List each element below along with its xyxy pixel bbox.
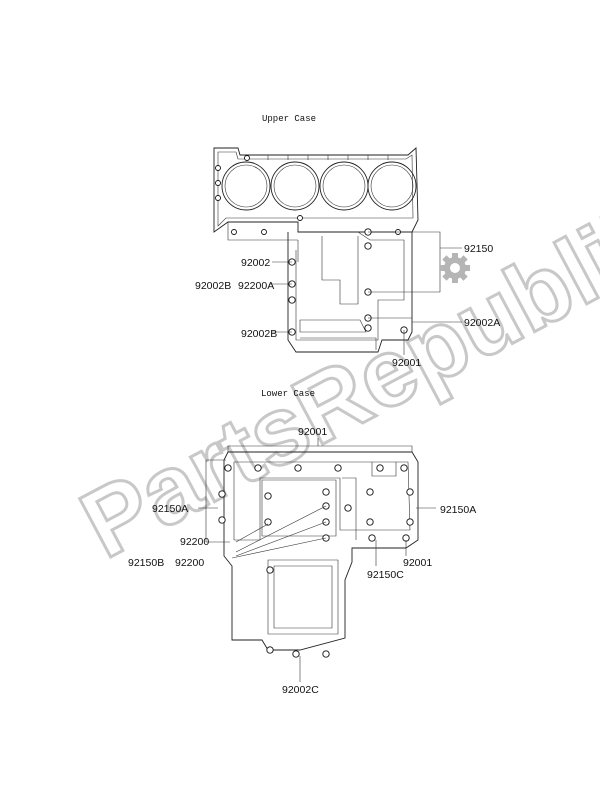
part-label-92200-a: 92200 (180, 536, 209, 548)
part-label-92150b: 92150B (128, 557, 164, 569)
part-label-92150a-right: 92150A (440, 504, 476, 516)
lower-case-drawing (198, 438, 436, 682)
part-label-92001-lower-right: 92001 (403, 557, 432, 569)
watermark: PartsRepublik (65, 181, 600, 579)
lower-case-title: Lower Case (261, 389, 315, 399)
part-label-92002: 92002 (241, 257, 270, 269)
part-label-92150a-left: 92150A (152, 503, 188, 515)
part-label-92002b-upper-b: 92002B (241, 328, 277, 340)
gear-icon (440, 253, 470, 283)
part-label-92001-upper: 92001 (392, 357, 421, 369)
upper-case-drawing (213, 147, 470, 355)
part-label-92001-lower-top: 92001 (298, 426, 327, 438)
part-label-92002a: 92002A (464, 317, 500, 329)
part-label-92002b-upper-a: 92002B (195, 280, 231, 292)
part-label-92200-b: 92200 (175, 557, 204, 569)
part-label-92002c: 92002C (282, 684, 319, 696)
upper-case-title: Upper Case (262, 114, 316, 124)
part-label-92150: 92150 (464, 243, 493, 255)
part-label-92150c: 92150C (367, 569, 404, 581)
part-label-92200a: 92200A (238, 280, 274, 292)
